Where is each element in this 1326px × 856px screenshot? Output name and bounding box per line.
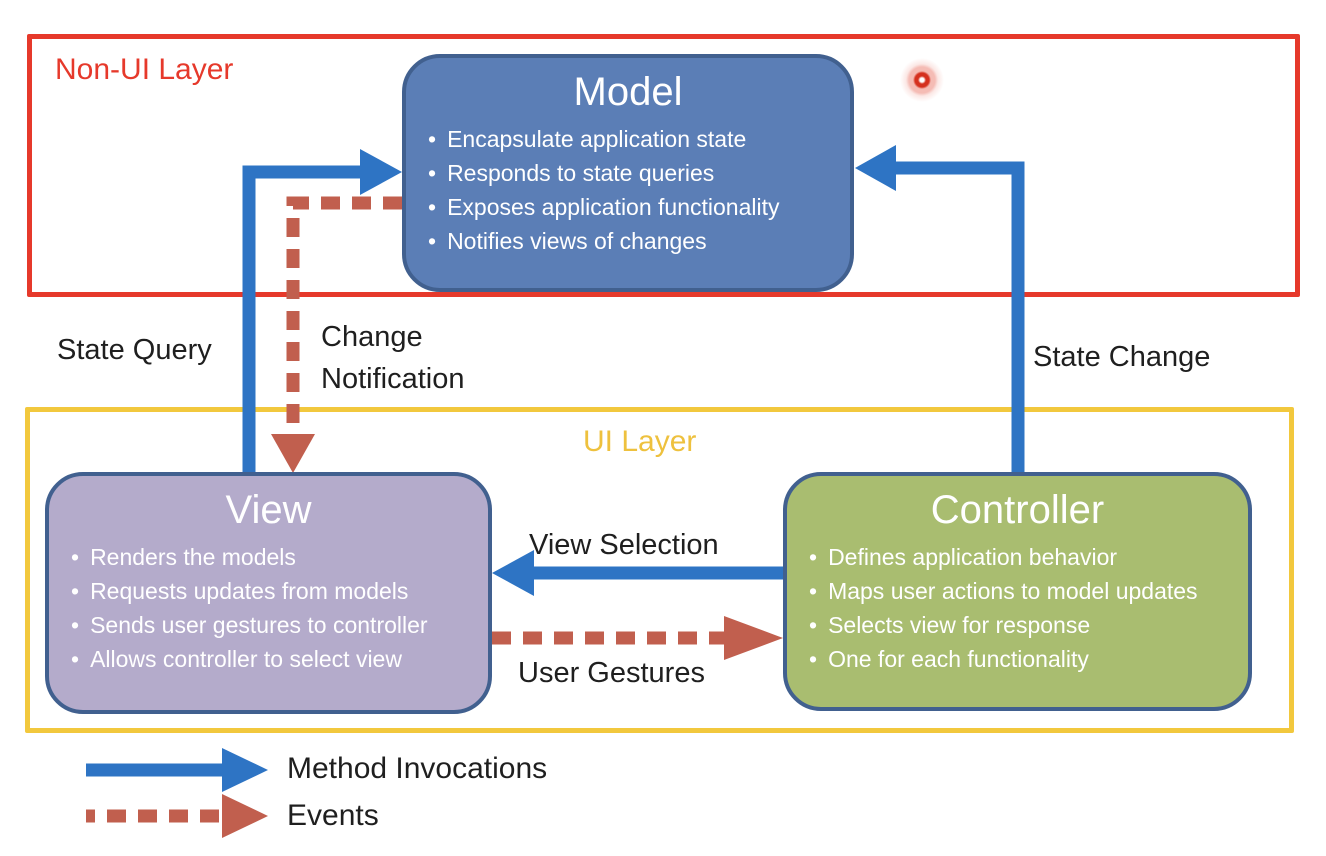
- legend-events-arrow: [86, 794, 268, 838]
- model-bullet: Exposes application functionality: [428, 190, 850, 224]
- model-bullets: Encapsulate application state Responds t…: [406, 122, 850, 258]
- controller-bullet: Maps user actions to model updates: [809, 574, 1248, 608]
- legend-events-label: Events: [287, 799, 379, 832]
- change-notification-label: Change Notification: [321, 321, 465, 395]
- legend-method-invocations-arrow: [86, 748, 268, 792]
- ui-layer-box: [25, 407, 1294, 733]
- view-node: View Renders the models Requests updates…: [45, 472, 492, 714]
- ui-layer-label: UI Layer: [583, 425, 697, 458]
- model-bullet: Notifies views of changes: [428, 224, 850, 258]
- controller-title: Controller: [930, 488, 1105, 532]
- controller-bullets: Defines application behavior Maps user a…: [787, 540, 1248, 676]
- controller-node: Controller Defines application behavior …: [783, 472, 1252, 711]
- view-bullet: Allows controller to select view: [71, 642, 488, 676]
- view-title: View: [225, 488, 312, 532]
- model-title: Model: [573, 70, 683, 114]
- legend-method-invocations-label: Method Invocations: [287, 752, 548, 785]
- view-bullets: Renders the models Requests updates from…: [49, 540, 488, 676]
- view-bullet: Sends user gestures to controller: [71, 608, 488, 642]
- controller-bullet: Defines application behavior: [809, 540, 1248, 574]
- model-bullet: Responds to state queries: [428, 156, 850, 190]
- non-ui-layer-label: Non-UI Layer: [55, 53, 234, 86]
- non-ui-layer-box: [27, 34, 1300, 297]
- model-bullet: Encapsulate application state: [428, 122, 850, 156]
- view-selection-label: View Selection: [529, 529, 719, 561]
- user-gestures-label: User Gestures: [518, 657, 705, 689]
- controller-bullet: Selects view for response: [809, 608, 1248, 642]
- controller-bullet: One for each functionality: [809, 642, 1248, 676]
- state-change-label: State Change: [1033, 341, 1211, 373]
- view-bullet: Renders the models: [71, 540, 488, 574]
- view-bullet: Requests updates from models: [71, 574, 488, 608]
- state-query-label: State Query: [57, 334, 212, 366]
- model-node: Model Encapsulate application state Resp…: [402, 54, 854, 292]
- laser-pointer-dot: [898, 56, 946, 104]
